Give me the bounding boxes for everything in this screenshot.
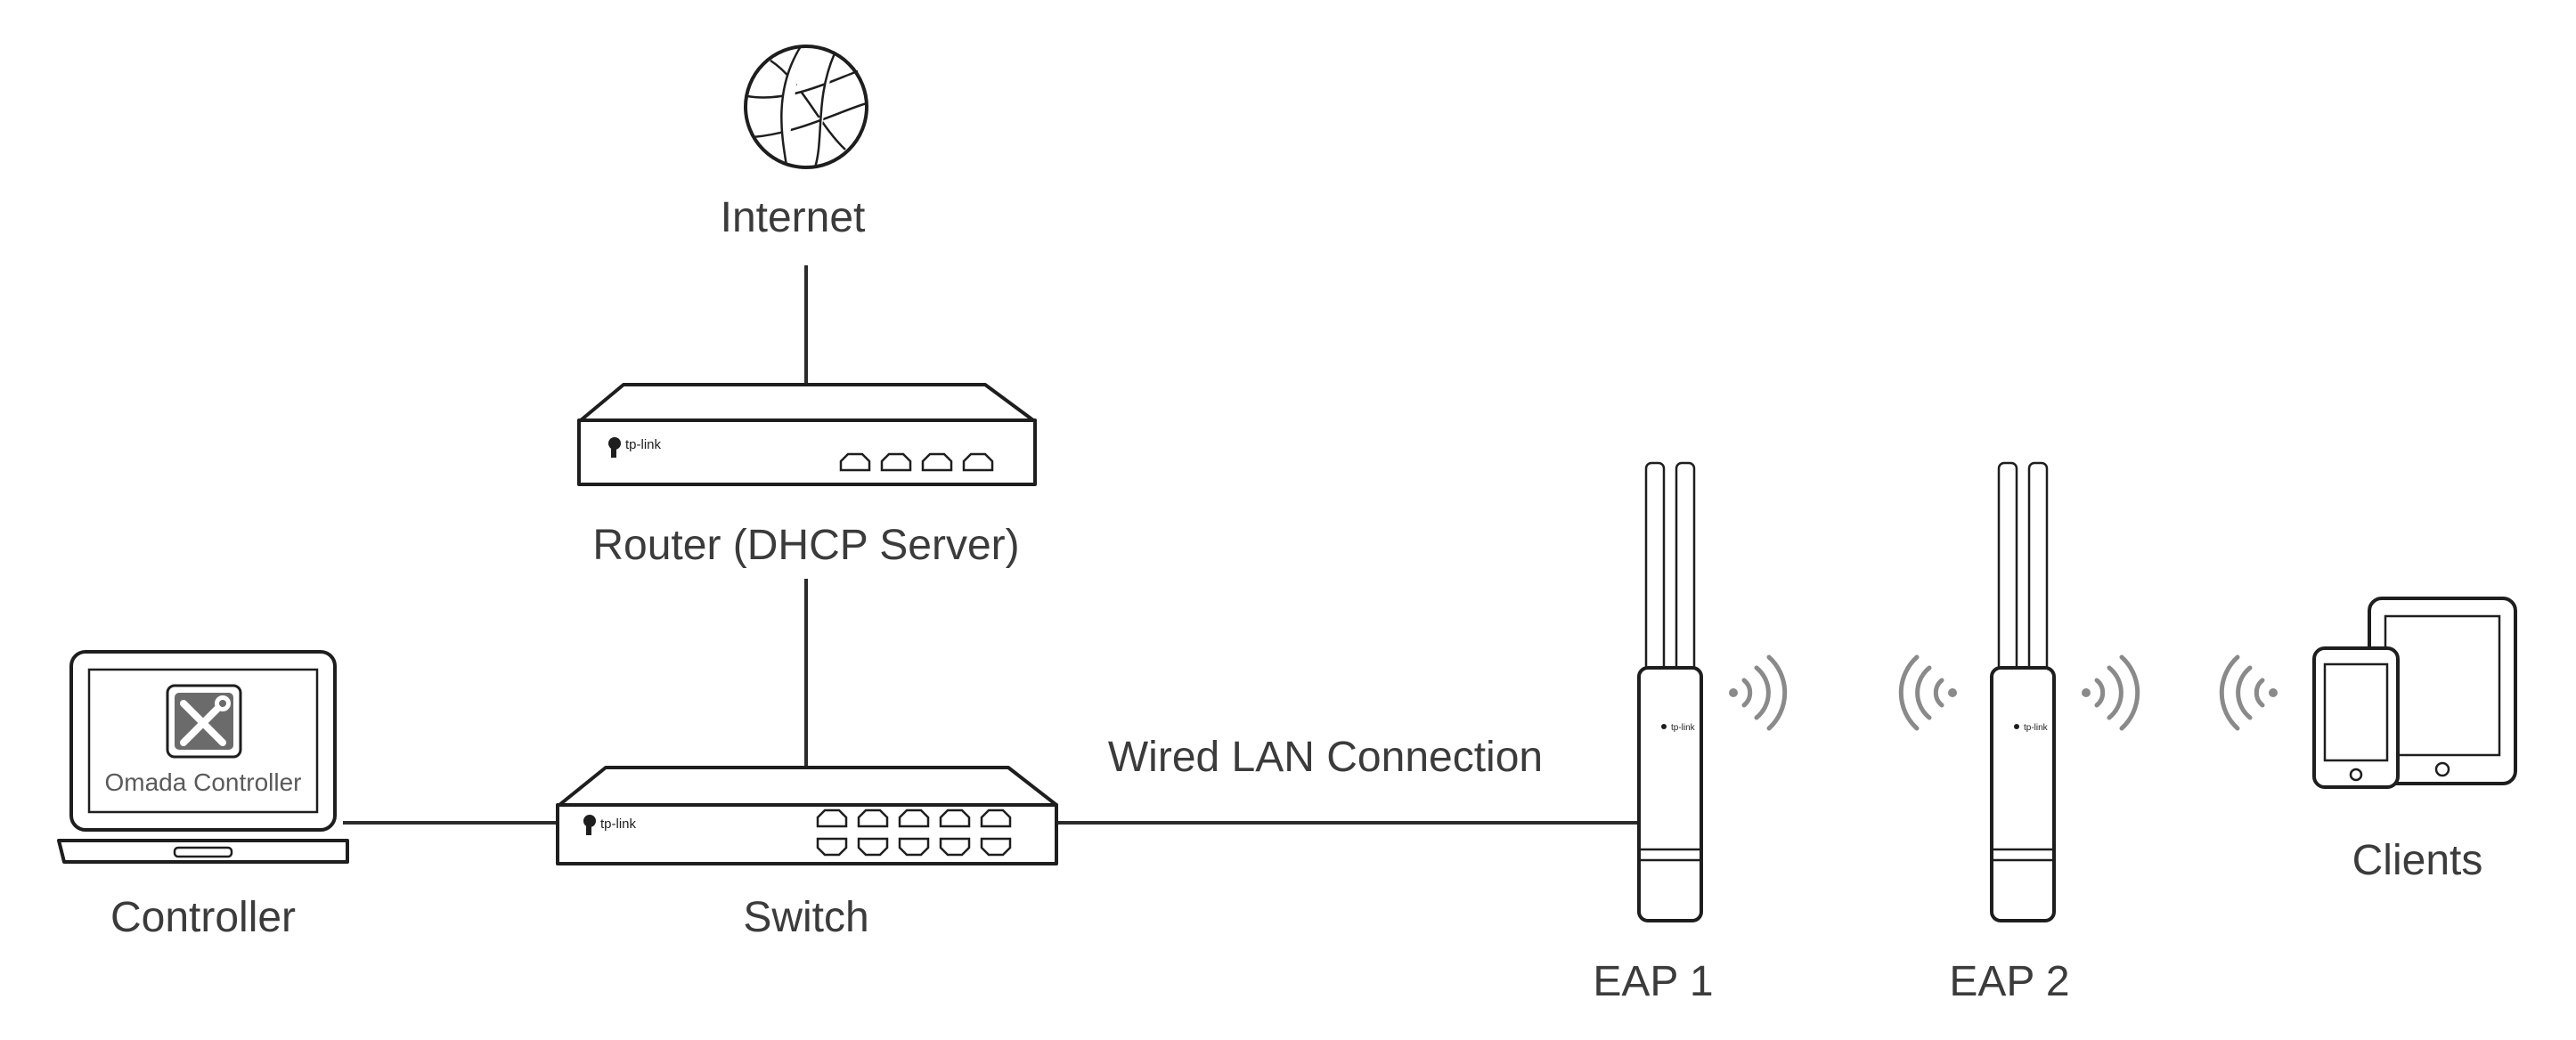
laptop-icon: Omada Controller xyxy=(57,650,349,864)
switch-ports xyxy=(816,808,1012,857)
eap2-label: EAP 2 xyxy=(1949,958,2069,1005)
eap2-wifi-signal-in-icon xyxy=(1898,654,1957,731)
omada-screen-label: Omada Controller xyxy=(105,768,302,796)
router-logo: tp-link xyxy=(608,437,662,458)
globe-icon xyxy=(744,45,868,169)
switch-icon: tp-link xyxy=(556,766,1058,865)
eap1-access-point-icon: tp-link xyxy=(1637,461,1703,922)
controller-label: Controller xyxy=(110,894,296,941)
router-brand: tp-link xyxy=(625,437,662,452)
clients-wifi-signal-icon xyxy=(2219,654,2278,731)
router-ports xyxy=(839,452,994,472)
eap1-brand: tp-link xyxy=(1671,723,1696,733)
connection-lines xyxy=(343,265,1637,825)
phone-icon xyxy=(2312,646,2400,789)
eap1-label: EAP 1 xyxy=(1593,958,1713,1005)
router-icon: tp-link xyxy=(577,383,1037,486)
router-label: Router (DHCP Server) xyxy=(592,522,1019,569)
switch-logo: tp-link xyxy=(583,815,637,835)
clients-label: Clients xyxy=(2352,837,2483,884)
eap2-brand: tp-link xyxy=(2024,723,2049,733)
eap2-access-point-icon: tp-link xyxy=(1990,461,2056,922)
wired-lan-label: Wired LAN Connection xyxy=(1108,734,1543,781)
switch-label: Switch xyxy=(743,894,868,941)
eap2-wifi-signal-out-icon xyxy=(2082,654,2140,731)
tools-icon xyxy=(166,684,242,759)
internet-label: Internet xyxy=(721,194,866,241)
eap1-wifi-signal-icon xyxy=(1729,654,1788,731)
switch-brand: tp-link xyxy=(600,817,637,832)
